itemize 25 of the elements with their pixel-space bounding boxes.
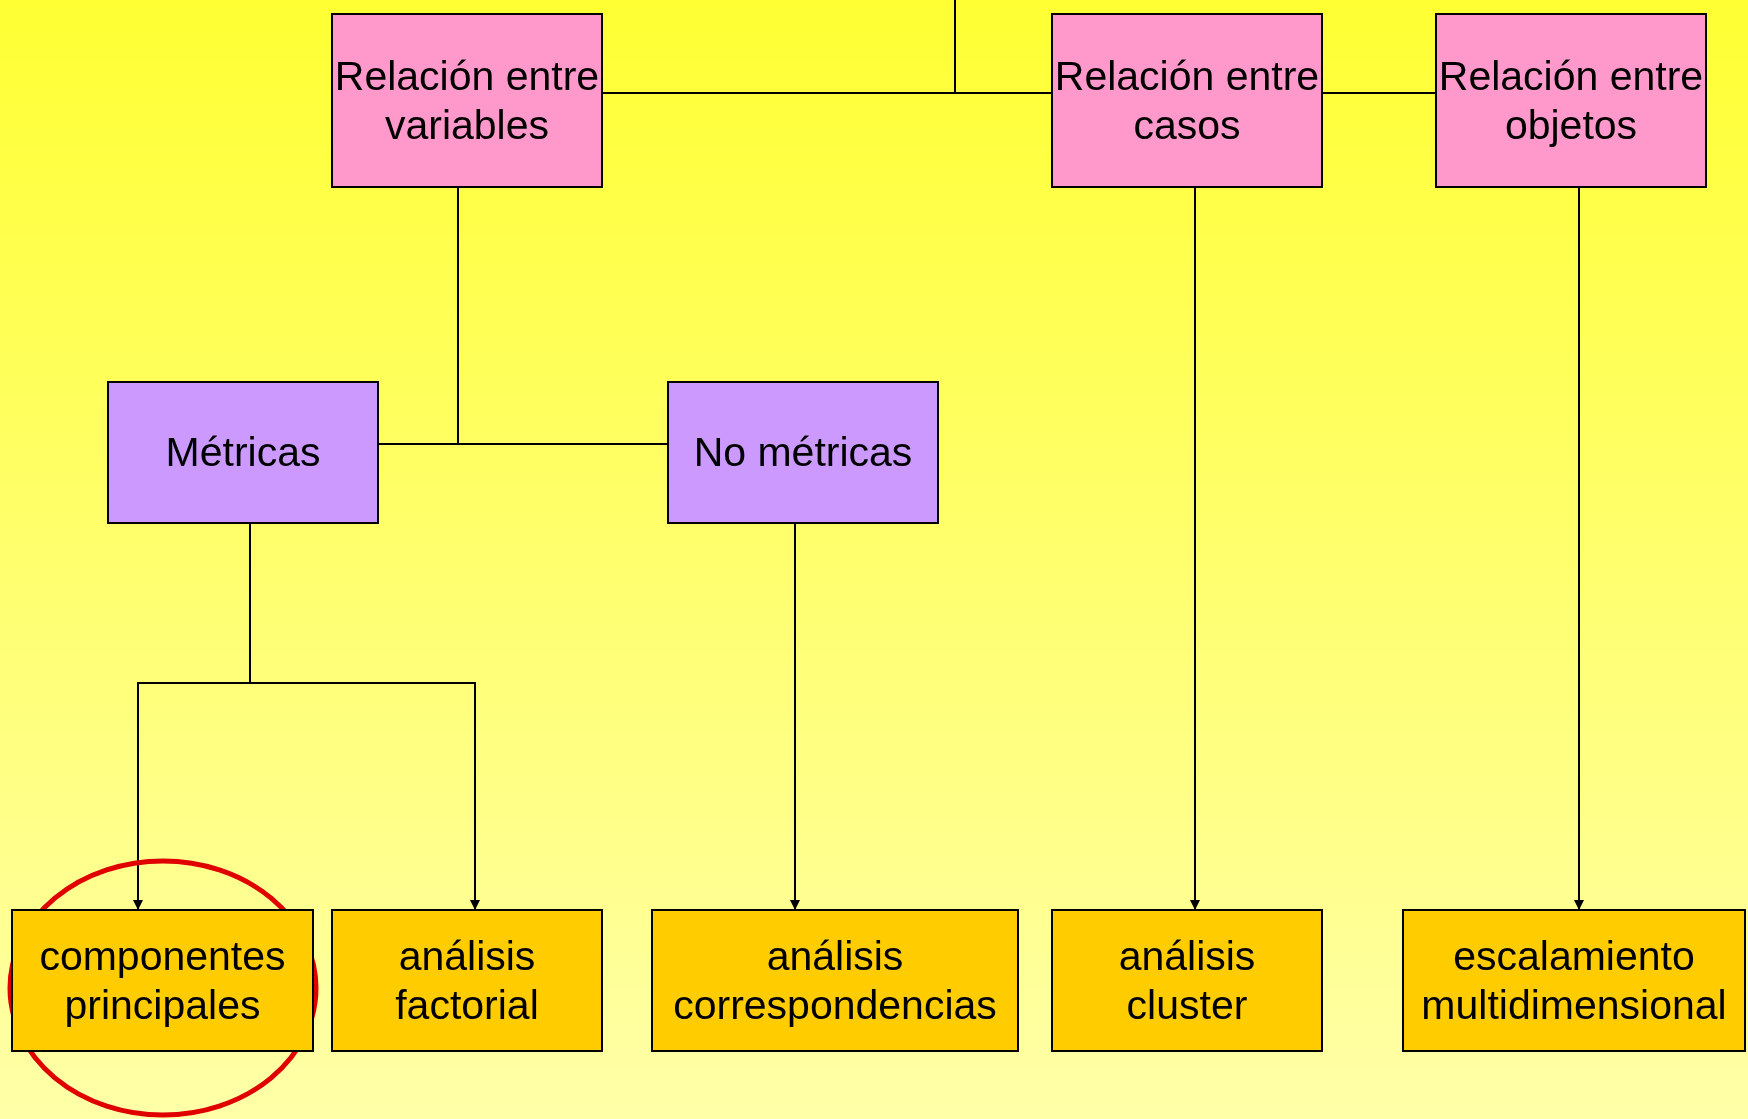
category-box (331, 13, 603, 188)
node-label: Métricas (165, 428, 321, 477)
node-label: Relación entre objetos (1437, 52, 1705, 149)
subcategory-box (107, 381, 379, 524)
arrow (1574, 187, 1584, 910)
connector-line (954, 0, 1052, 94)
subcategory-box (667, 381, 939, 524)
node-label: componentes principales (38, 932, 287, 1029)
method-box (331, 909, 603, 1052)
arrow (1190, 187, 1200, 910)
method-box (1051, 909, 1323, 1052)
node-label: No métricas (693, 428, 913, 477)
node-label: Relación entre variables (333, 52, 601, 149)
method-box (1402, 909, 1746, 1052)
node-label: Relación entre casos (1053, 52, 1321, 149)
category-box (1435, 13, 1707, 188)
method-box (651, 909, 1019, 1052)
node-label: escalamiento multidimensional (1420, 932, 1728, 1029)
node-label: análisis factorial (394, 932, 540, 1029)
connector-line (1322, 92, 1436, 94)
node-label: análisis correspondencias (672, 932, 998, 1029)
node-label: análisis cluster (1117, 932, 1257, 1029)
method-box (11, 909, 314, 1052)
category-box (1051, 13, 1323, 188)
arrow (790, 523, 800, 910)
